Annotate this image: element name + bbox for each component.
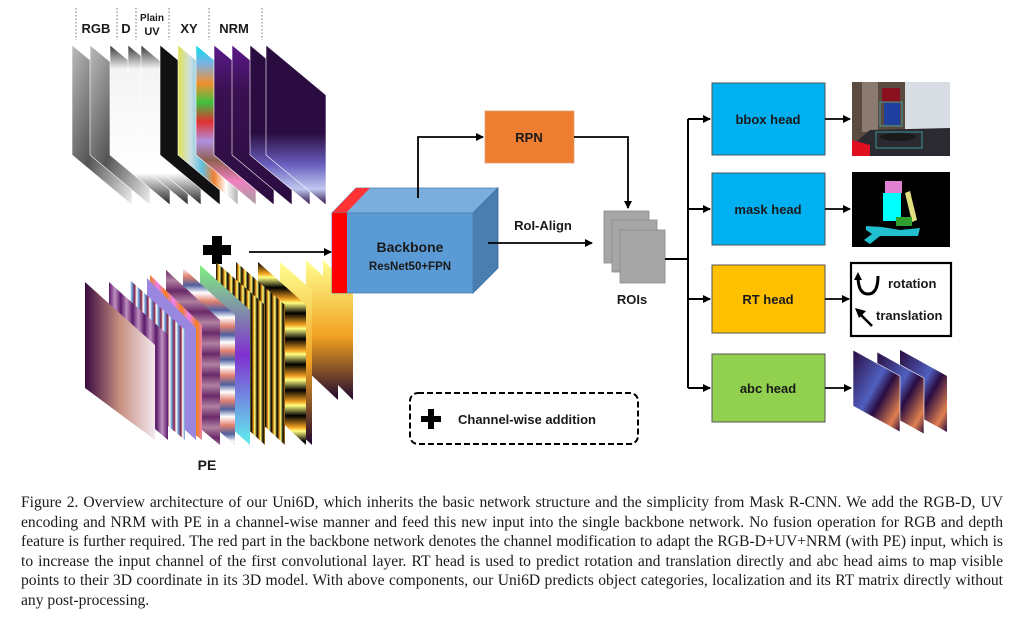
mask-output-image [852, 172, 950, 247]
rt-head: RT head [711, 264, 826, 334]
backbone-front-face [331, 212, 474, 294]
bbox-head-label: bbox head [735, 112, 800, 127]
bbox-head: bbox head [711, 82, 826, 156]
bbox-head-block [711, 82, 826, 156]
label-xy: XY [180, 21, 198, 36]
mask-head: mask head [711, 172, 826, 246]
pe-label: PE [198, 457, 217, 473]
rt-output-box: rotation translation [849, 261, 953, 338]
rpn-block [484, 110, 575, 164]
translation-icon [859, 313, 873, 327]
plus-icon [203, 236, 231, 264]
pe-layer [85, 282, 155, 440]
backbone-subtitle: ResNet50+FPN [369, 261, 451, 273]
rois-label: ROIs [617, 292, 647, 307]
arrow-backbone-to-rpn [417, 133, 484, 198]
head-connector [665, 115, 711, 392]
label-uv: UV [144, 26, 160, 38]
legend-channel-wise-addition: Channel-wise addition [409, 392, 639, 445]
abc-output-layer [852, 349, 901, 433]
input-feature-stack [71, 44, 327, 206]
rois-stack [603, 210, 666, 284]
input-labels: RGB D Plain UV XY NRM [75, 8, 263, 40]
label-d: D [121, 21, 130, 36]
backbone-block: Backbone ResNet50+FPN [331, 187, 499, 294]
mask-head-block [711, 172, 826, 246]
arrow-rpn-to-rois [574, 136, 632, 209]
rotation-label: rotation [888, 276, 936, 291]
mask-head-label: mask head [734, 202, 801, 217]
legend-label: Channel-wise addition [458, 412, 596, 427]
channel-modification-top [332, 188, 370, 213]
roi-align-label: RoI-Align [514, 218, 572, 233]
rpn-label: RPN [515, 130, 542, 145]
bbox-output-image [852, 82, 950, 156]
pe-layer [306, 260, 338, 400]
channel-modification-layer [332, 213, 347, 293]
label-rgb: RGB [82, 21, 111, 36]
label-nrm: NRM [219, 21, 249, 36]
plus-icon [421, 409, 441, 429]
architecture-diagram: RGB D Plain UV XY NRM [71, 8, 953, 473]
label-plain: Plain [140, 13, 164, 24]
roi-square [619, 229, 666, 284]
abc-head-block [711, 353, 826, 423]
figure-caption: Figure 2. Overview architecture of our U… [21, 494, 1003, 609]
abc-head-label: abc head [740, 381, 796, 396]
input-layer-nrm-4 [265, 44, 327, 206]
backbone-title: Backbone [377, 239, 444, 255]
translation-label: translation [876, 308, 943, 323]
abc-output-images [852, 349, 947, 435]
rt-head-block [711, 264, 826, 334]
abc-head: abc head [711, 353, 826, 423]
rotation-icon [856, 275, 880, 296]
rt-head-label: RT head [742, 292, 793, 307]
pe-feature-stack [85, 260, 353, 445]
